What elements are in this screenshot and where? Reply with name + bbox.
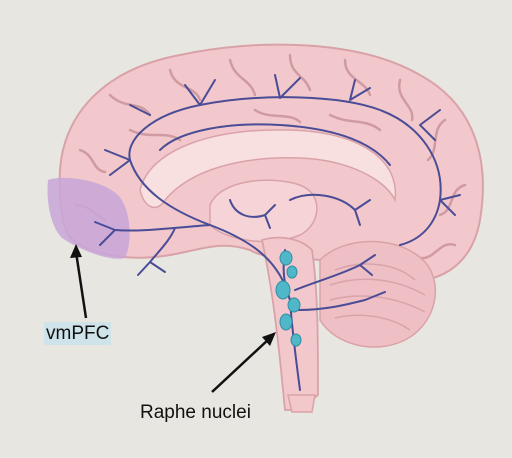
- spinal-cord: [287, 394, 316, 413]
- label-arrows: [70, 244, 276, 393]
- raphe-nuclei-label: Raphe nuclei: [140, 402, 251, 423]
- serotonergic-projections: [94, 74, 461, 391]
- vmpfc-region: [47, 177, 130, 259]
- vmpfc-arrow: [74, 251, 88, 319]
- raphe-nuclei-cluster: [275, 250, 302, 347]
- raphe-arrow: [211, 337, 271, 393]
- cerebellum-folia: [329, 263, 426, 331]
- vmpfc-label: vmPFC: [44, 322, 112, 345]
- corpus-callosum: [139, 129, 397, 209]
